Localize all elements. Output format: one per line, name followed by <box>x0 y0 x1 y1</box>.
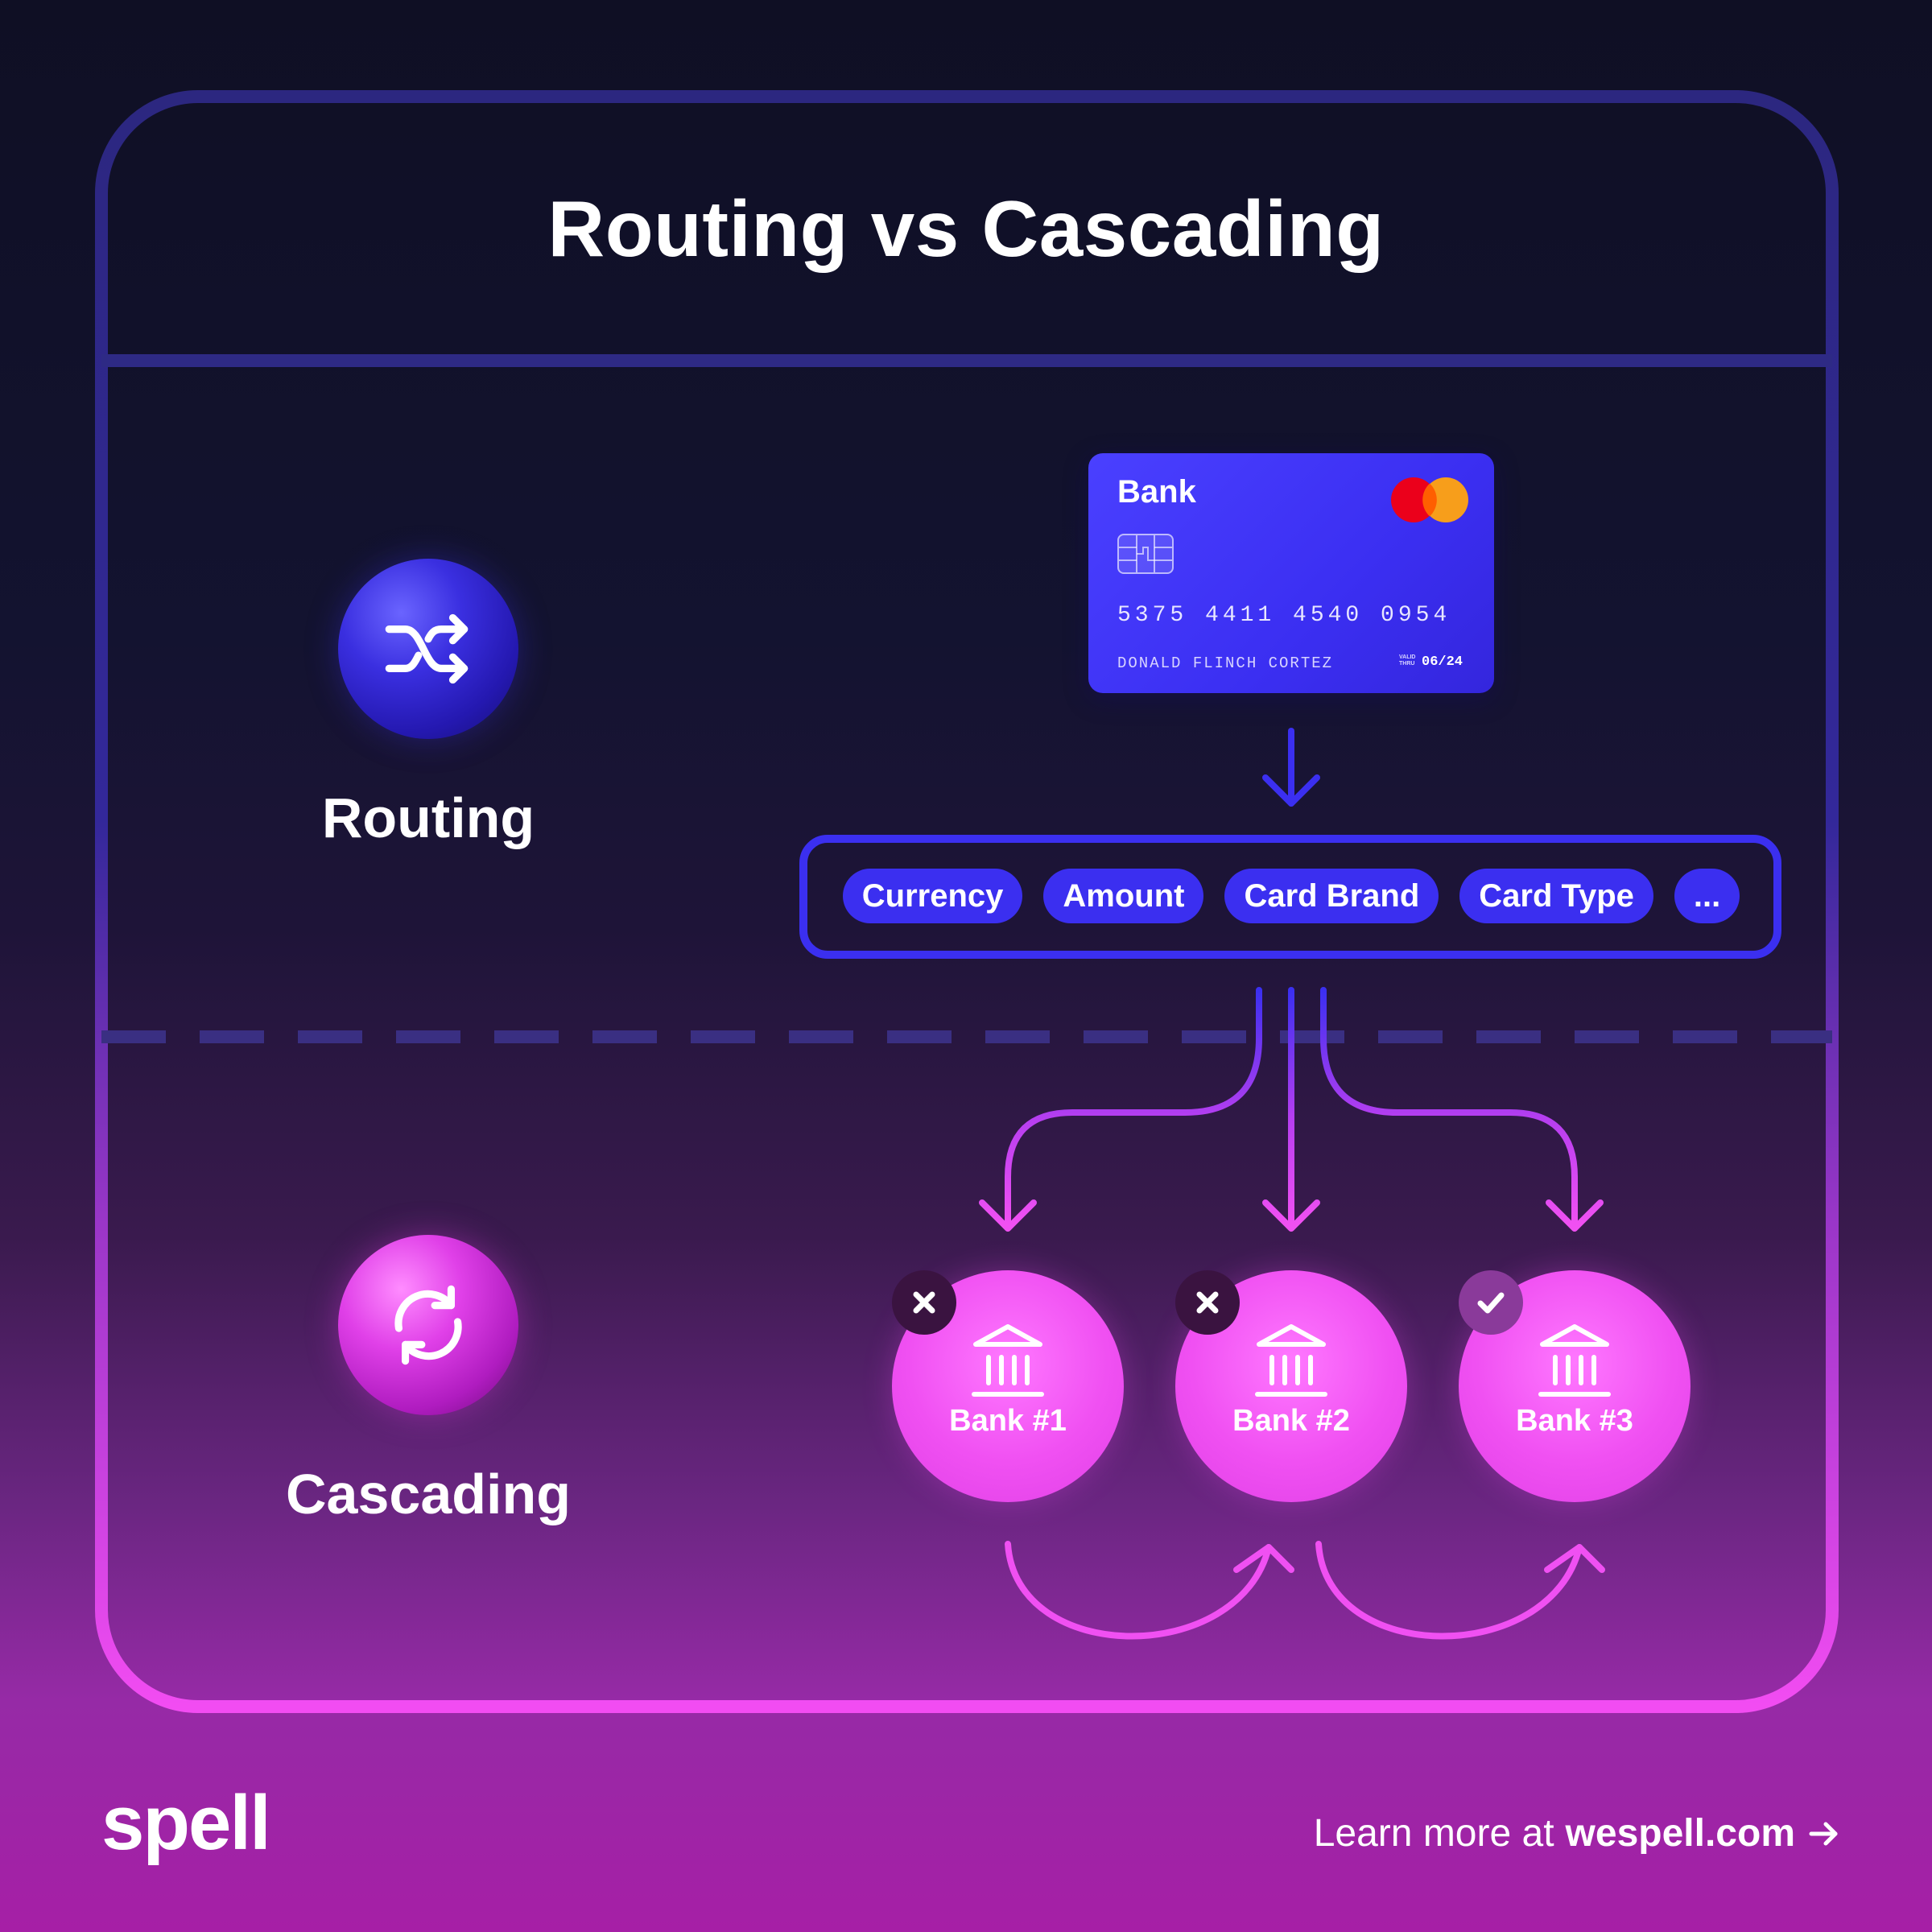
routing-fanout-arrows <box>979 987 1604 1232</box>
page-title: Routing vs Cascading <box>547 184 1385 273</box>
card-chip-icon <box>1117 534 1174 574</box>
refresh-icon <box>394 1285 462 1365</box>
card-to-criteria-arrow <box>1262 728 1320 807</box>
card-number: 5375 4411 4540 0954 <box>1117 603 1451 628</box>
routing-orb <box>338 559 518 739</box>
cascading-orb <box>338 1235 518 1415</box>
close-icon <box>1196 1291 1219 1314</box>
spell-logo[interactable]: spell <box>101 1780 271 1866</box>
card-holder: DONALD FLINCH CORTEZ <box>1117 654 1334 672</box>
bank-icon <box>1255 1324 1327 1397</box>
criteria-chip-card-type: Card Type <box>1459 869 1653 923</box>
shuffle-icon <box>385 613 469 684</box>
cta-site[interactable]: wespell.com <box>1565 1812 1795 1855</box>
learn-more-link[interactable]: Learn more at wespell.com <box>1314 1811 1842 1856</box>
check-icon <box>1477 1292 1505 1314</box>
card-valid-label: VALID THRU <box>1399 654 1416 667</box>
cascading-label: Cascading <box>286 1463 571 1525</box>
card-bank-name: Bank <box>1117 474 1196 510</box>
close-icon <box>913 1291 935 1314</box>
bank-icon <box>972 1324 1044 1397</box>
bank-name: Bank #1 <box>949 1404 1067 1438</box>
routing-label: Routing <box>321 786 535 849</box>
success-status-badge <box>1459 1270 1523 1335</box>
criteria-chip-currency: Currency <box>842 869 1023 923</box>
criteria-chip-more: ... <box>1674 869 1740 923</box>
bank-icon <box>1538 1324 1611 1397</box>
cascading-retry-arrows <box>1005 1541 1605 1640</box>
card-expiry: 06/24 <box>1422 654 1463 670</box>
mastercard-icon <box>1391 477 1468 522</box>
bank-name: Bank #3 <box>1516 1404 1633 1438</box>
arrow-right-icon <box>1809 1822 1838 1845</box>
criteria-list: Currency Amount Card Brand Card Type ... <box>805 839 1777 953</box>
criteria-chip-amount: Amount <box>1043 869 1204 923</box>
main-frame <box>95 90 1839 1713</box>
bank-name: Bank #2 <box>1232 1404 1350 1438</box>
failed-status-badge <box>1175 1270 1240 1335</box>
failed-status-badge <box>892 1270 956 1335</box>
cta-prefix: Learn more at <box>1313 1812 1554 1855</box>
bank-node-1: Bank #1 <box>892 1270 1124 1502</box>
criteria-chip-card-brand: Card Brand <box>1224 869 1439 923</box>
payment-card: Bank 5375 4411 4540 0954 DONALD FLINCH C… <box>1088 453 1494 693</box>
criteria-box <box>799 835 1781 959</box>
